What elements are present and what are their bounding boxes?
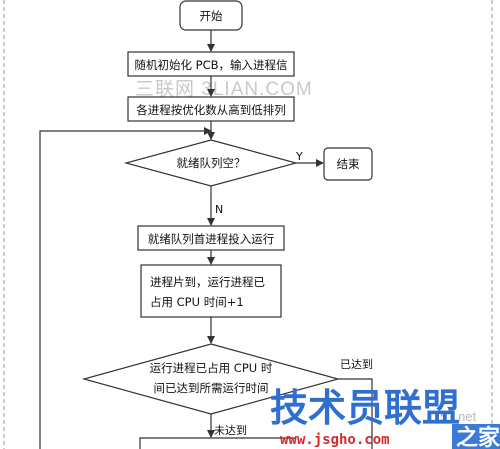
not-reached-label: 未达到 — [214, 424, 247, 437]
time-reached-label-2: 间已达到所需运行时间 — [154, 381, 269, 395]
queue-empty-label: 就绪队列空？ — [177, 156, 246, 170]
sort-label: 各进程按优化数从高到低排列 — [136, 103, 286, 117]
no-label: N — [215, 203, 223, 216]
reached-branch-line — [338, 378, 373, 449]
time-slice-node — [140, 264, 282, 318]
watermark-3lian: 三联网 3LIAN.COM — [135, 78, 313, 100]
watermark-url: www.jsgho.com — [280, 432, 390, 448]
watermark-brand: 技术员联盟 — [270, 386, 460, 430]
reached-label: 已达到 — [340, 358, 373, 371]
end-label: 结束 — [337, 157, 360, 171]
loop-back-line — [39, 127, 212, 449]
watermark-home-badge — [452, 424, 500, 449]
watermark-partial-site: 51.net — [440, 409, 477, 424]
init-pcb-label: 随机初始化 PCB，输入进程信 — [134, 58, 287, 72]
time-slice-label-2: 占用 CPU 时间+1 — [150, 295, 244, 309]
run-head-label: 就绪队列首进程投入运行 — [148, 232, 275, 246]
end-node — [323, 147, 373, 181]
time-slice-label-1: 进程片到，运行进程已 — [150, 275, 265, 289]
init-pcb-node — [127, 51, 295, 77]
yes-label: Y — [295, 150, 303, 163]
watermark-home-text: 之家 — [456, 425, 500, 449]
next-step-node-partial — [139, 437, 295, 449]
start-label: 开始 — [200, 9, 223, 23]
time-reached-label-1: 运行进程已占用 CPU 时 — [150, 361, 273, 375]
